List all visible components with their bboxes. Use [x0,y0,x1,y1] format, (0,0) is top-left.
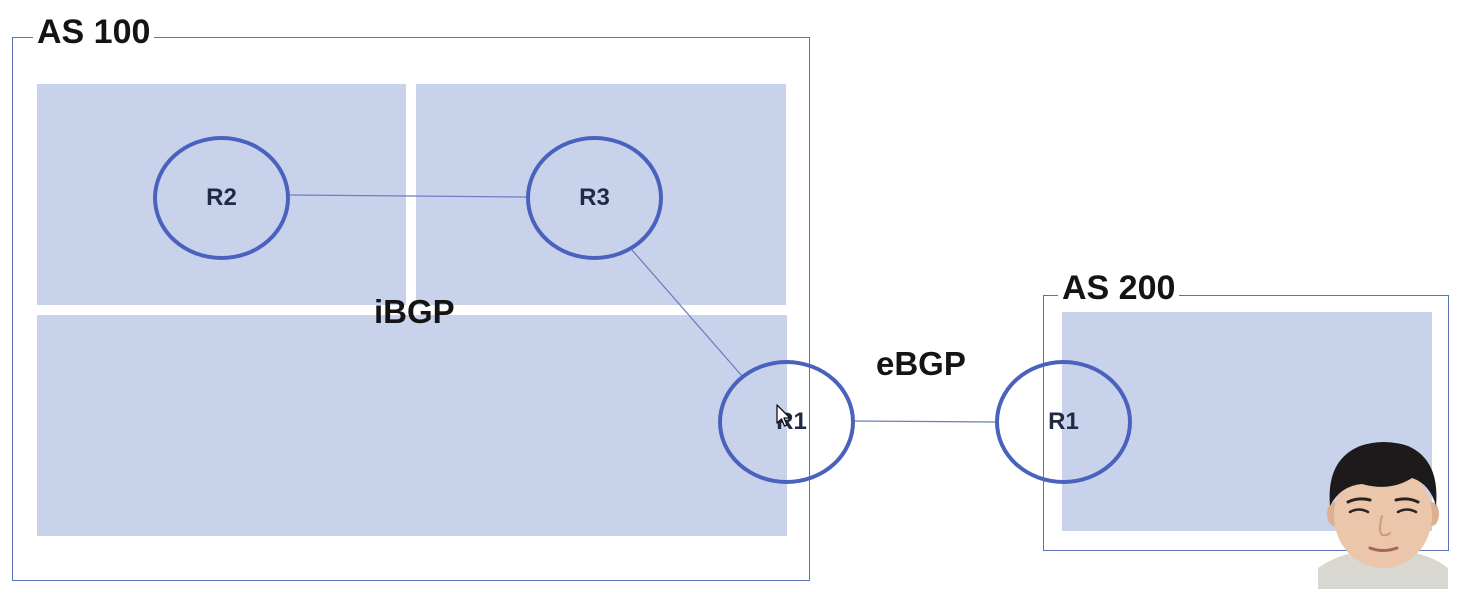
presenter-webcam-overlay [1318,442,1448,589]
router-r3[interactable]: R3 [526,136,663,260]
as100-area-bottom [37,315,787,536]
link-ebgp [854,420,997,423]
ibgp-label: iBGP [374,293,455,330]
as200-label: AS 200 [1058,270,1180,306]
as100-label: AS 100 [33,14,155,50]
ebgp-label: eBGP [876,345,966,382]
router-as200-r1-label: R1 [1048,408,1079,435]
router-r3-label: R3 [579,184,610,211]
router-r2-label: R2 [206,184,237,211]
router-as200-r1[interactable]: R1 [995,360,1132,484]
mouse-pointer-icon [776,404,791,427]
router-r2[interactable]: R2 [153,136,290,260]
as100-boundary [12,37,810,581]
